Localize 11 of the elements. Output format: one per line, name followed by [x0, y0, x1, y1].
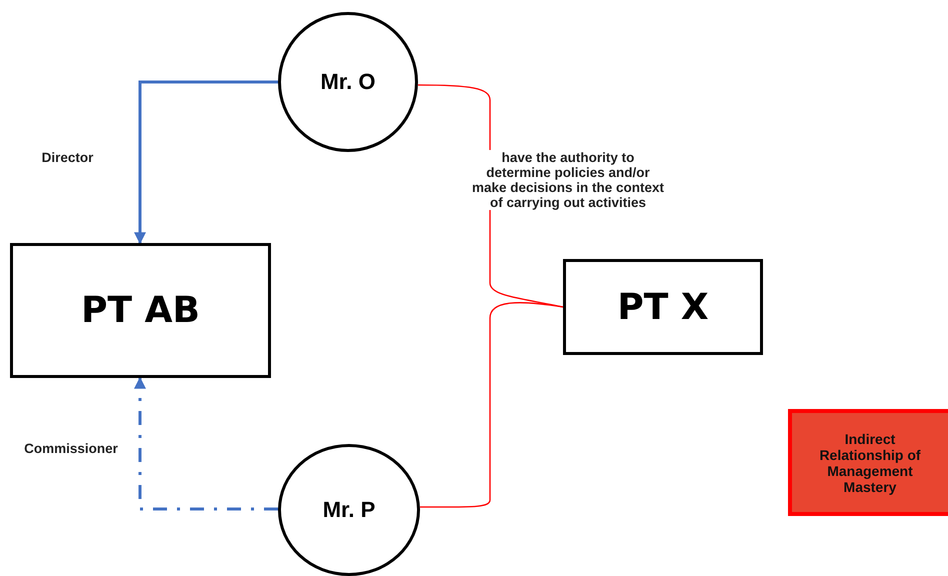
company-box [10, 243, 271, 378]
node-label: Mr. O [320, 69, 376, 95]
node-label: Mr. P [322, 497, 376, 523]
node-label: PT X [617, 286, 709, 328]
note-box [788, 409, 948, 516]
connector-line [420, 302, 564, 508]
node-label: PT AB [81, 290, 200, 331]
arrow [134, 376, 278, 510]
company-box [563, 259, 763, 355]
arrow [134, 80, 278, 244]
note-text: Indirect Relationship of Management Mastery [818, 430, 922, 494]
